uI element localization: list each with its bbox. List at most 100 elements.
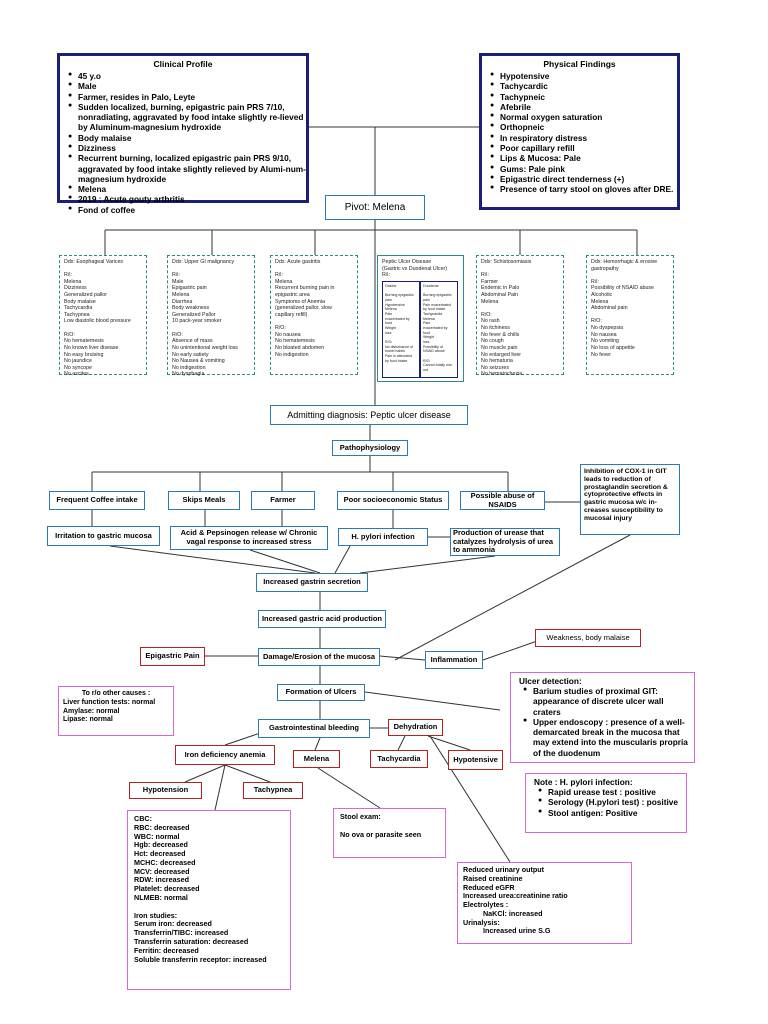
urinary-line: Increased urea:creatinine ratio: [463, 891, 568, 901]
pud-gastric-line: Pain is alleviated: [385, 354, 412, 359]
ddx-line: No dyspepsia: [591, 325, 624, 332]
cause-farmer: Farmer: [251, 491, 315, 510]
ddx-line: Ddx: Esophageal Varices: [64, 259, 124, 265]
weakness-label: Weakness, body malaise: [546, 632, 630, 642]
clinical-profile-title: Clinical Profile: [153, 59, 213, 69]
ddx-line: Melena: [275, 278, 293, 285]
gi-bleeding-box: Gastrointestinal bleeding: [258, 719, 370, 738]
ddx-line: Epigastric pain: [172, 285, 207, 292]
ddx-line: Body malaise: [64, 298, 96, 305]
clinical-profile-item: Recurrent burning, localized epigastric …: [68, 153, 306, 184]
cbc-line: NLMEB: normal: [134, 893, 188, 903]
nsaid-effect-box: Inhibition of COX-1 in GIT leads to redu…: [580, 464, 680, 535]
physical-finding-item: Normal oxygen saturation: [490, 112, 677, 122]
physical-finding-item: Tachycardic: [490, 81, 677, 91]
tachycardia-box: Tachycardia: [370, 750, 428, 768]
rule-out-line: Liver function tests: normal: [63, 698, 156, 706]
pud-duodenal-line: Pain: [423, 321, 431, 326]
ddx-line: Melena: [64, 278, 82, 285]
urinary-line: Reduced eGFR: [463, 882, 515, 892]
physical-findings-box: Physical Findings HypotensiveTachycardic…: [479, 53, 680, 210]
cause-skips-meals: Skips Meals: [168, 491, 240, 510]
ddx-line: [591, 272, 669, 279]
ddx-line: Tachypnea: [64, 311, 90, 318]
physical-finding-item: Poor capillary refill: [490, 143, 677, 153]
epigastric-pain-box: Epigastric Pain: [140, 647, 205, 666]
ddx-line: Generalized Pallor: [172, 311, 216, 318]
ddx-line: Recurrent burning pain in: [275, 285, 335, 292]
ddx-line: Male: [172, 278, 184, 285]
ddx-line: [275, 266, 353, 273]
pud-duodenal-line: exacerbated by: [423, 326, 448, 331]
cbc-line: CBC:: [134, 814, 152, 823]
physical-finding-item: Lips & Mucosa: Pale: [490, 153, 677, 163]
ddx-line: epigastric area: [275, 292, 310, 299]
ddx-line: Low diastolic blood pressure: [64, 318, 131, 325]
pud-gastric-line: Hypotensive: [385, 302, 405, 307]
clinical-profile-list: 45 y.oMaleFarmer, resides in Palo, Leyte…: [60, 71, 306, 215]
ddx-line: Dizziness: [64, 285, 87, 292]
pud-gastric-line: Pain: [385, 312, 393, 317]
pud-duodenal-line: R/O:: [423, 358, 431, 363]
ddx-line: No fever & chills: [481, 331, 520, 338]
pud-gastric-line: Gastric: [385, 284, 397, 288]
cbc-line: Soluble transferrin receptor: increased: [134, 954, 267, 964]
admitting-diagnosis-label: Admitting diagnosis: Peptic ulcer diseas…: [287, 409, 451, 420]
cbc-line: Serum iron: decreased: [134, 919, 212, 929]
ddx-line: R/O:: [64, 331, 75, 338]
ddx-peptic-ulcer-disease: Peptic Ulcer Disease(Gastric vs Duodenal…: [377, 255, 464, 382]
pud-duodenal-line: Melena: [423, 316, 435, 321]
clinical-profile-item: Farmer, resides in Palo, Leyte: [68, 92, 306, 102]
clinical-profile-item: 2019 : Acute gouty arthritis: [68, 194, 306, 204]
damage-label: Damage/Erosion of the mucosa: [262, 651, 376, 661]
hpylori-note-title: Note : H. pylori infection:: [534, 777, 633, 787]
pud-gastric-line: exacerbated by: [385, 316, 410, 321]
ulcer-detection-box: Ulcer detection: Barium studies of proxi…: [510, 672, 695, 763]
ddx-line: Tachycardia: [64, 305, 93, 312]
hpylori-note-box: Note : H. pylori infection: Rapid urease…: [525, 773, 687, 833]
acid-release-box: Acid & Pepsinogen release w/ Chronic vag…: [170, 526, 328, 550]
hpylori-note-item: Rapid urease test : positive: [538, 787, 682, 797]
pud-duodenal-line: Burning epigastric: [423, 293, 452, 298]
ulcers-box: Formation of Ulcers: [277, 684, 365, 701]
physical-finding-item: Afebrile: [490, 102, 677, 112]
pud-duodenal-line: food: [423, 330, 430, 335]
pud-duodenal-line: Pain exacerbated: [423, 302, 451, 307]
urease-box: Production of urease that catalyzes hydr…: [450, 528, 560, 556]
cause-coffee: Frequent Coffee intake: [49, 491, 145, 510]
gastrin-box: Increased gastrin secretion: [256, 573, 368, 592]
cbc-line: Transferrin saturation: decreased: [134, 936, 249, 946]
ddx-line: No Nausea & vomiting: [172, 358, 225, 365]
ddx-line: R/O:: [591, 318, 602, 325]
ddx-line: Melena: [481, 298, 499, 305]
pivot-box: Pivot: Melena: [325, 195, 425, 220]
ddx-line: Melena: [172, 292, 190, 299]
pud-duodenal-line: by food intake: [423, 307, 446, 312]
pud-gastric-line: Burning epigastric: [385, 293, 414, 298]
hpylori-note-list: Rapid urease test : positiveSerology (H.…: [530, 787, 682, 818]
weakness-box: Weakness, body malaise: [535, 629, 641, 647]
physical-findings-title: Physical Findings: [543, 59, 616, 69]
ddx-line: R/i:: [275, 272, 283, 279]
hypotension-box: Hypotension: [129, 782, 202, 799]
ddx-line: R/i:: [481, 272, 489, 279]
cause-skips-meals-label: Skips Meals: [182, 495, 226, 505]
hpylori-label: H. pylori infection: [351, 531, 415, 541]
urinary-line: NaKCl: increased: [463, 908, 543, 918]
cbc-line: MCV: decreased: [134, 866, 190, 876]
ddx-line: No known liver disease: [64, 344, 119, 351]
ddx-line: Ddx: Hemorrhagic & erosive: [591, 259, 658, 265]
clinical-profile-item: Sudden localized, burning, epigastric pa…: [68, 102, 306, 133]
hpylori-box: H. pylori infection: [338, 528, 428, 546]
irritation-box: Irritation to gastric mucosa: [47, 526, 160, 546]
ddx-line: Abdominal pain: [591, 305, 628, 312]
ddx-line: No indigestion: [172, 364, 206, 371]
ddx-line: No rash: [481, 318, 500, 325]
pud-duodenal-line: NSAID abuse: [423, 349, 445, 354]
pud-duodenal-line: Cannot totally rule: [423, 363, 452, 368]
epigastric-pain-label: Epigastric Pain: [145, 651, 200, 661]
